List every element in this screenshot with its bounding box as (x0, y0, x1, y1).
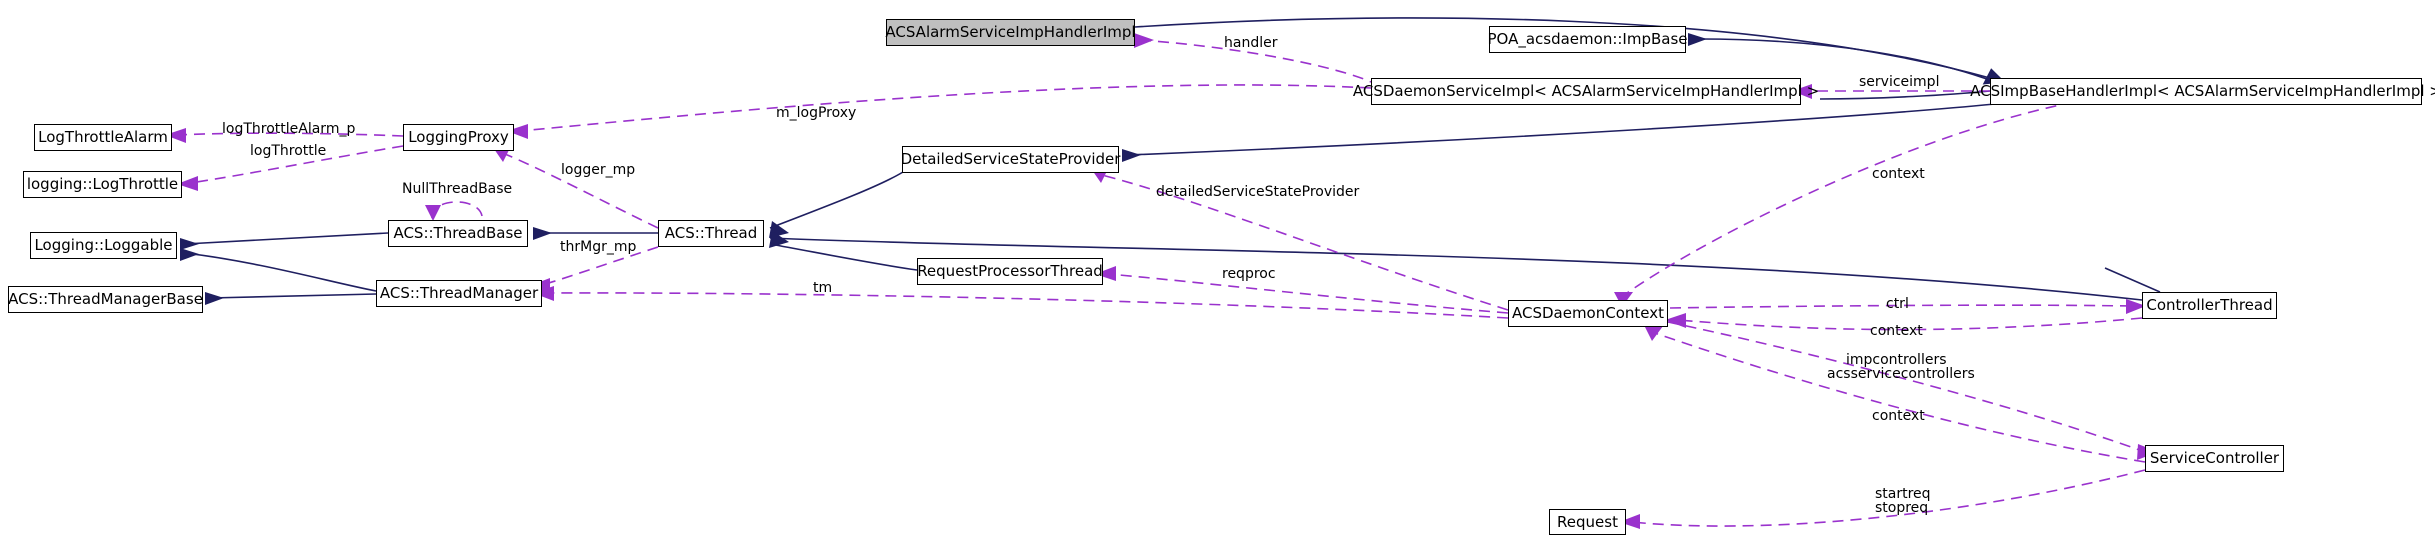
node-detailedservicestateprovider[interactable]: DetailedServiceStateProvider (900, 146, 1121, 173)
edge-label-context-low: context (1872, 408, 1925, 424)
node-label: ACS::ThreadBase (393, 224, 523, 242)
edge-label-reqproc: reqproc (1222, 266, 1276, 282)
node-label: LogThrottleAlarm (38, 128, 168, 146)
node-poa-acsdaemon-impbase[interactable]: POA_acsdaemon::ImpBase (1487, 26, 1688, 53)
edge-label-context-mid: context (1870, 323, 1923, 339)
node-label: RequestProcessorThread (917, 262, 1103, 280)
edge-label-serviceimpl: serviceimpl (1859, 74, 1940, 90)
edge-label-handler: handler (1224, 35, 1278, 51)
node-label: DetailedServiceStateProvider (900, 150, 1121, 168)
node-acs-threadmanagerbase[interactable]: ACS::ThreadManagerBase (8, 286, 203, 313)
node-label: Request (1557, 512, 1618, 531)
node-label: Logging::Loggable (34, 236, 173, 254)
node-acs-thread[interactable]: ACS::Thread (658, 220, 764, 247)
node-request[interactable]: Request (1549, 509, 1626, 535)
node-acsalarmserviceimphandlerimpl[interactable]: ACSAlarmServiceImpHandlerImpl (885, 19, 1136, 46)
node-label: ACS::Thread (664, 224, 758, 242)
node-servicecontroller[interactable]: ServiceController (2145, 445, 2284, 472)
edge-label-impcontrollers: impcontrollers (1846, 352, 1947, 368)
edge-label-stopreq: stopreq (1875, 500, 1929, 516)
edge-label-ctrl: ctrl (1886, 296, 1909, 312)
edge-label-tm: tm (813, 280, 833, 296)
node-controllerthread[interactable]: ControllerThread (2142, 292, 2277, 319)
node-logging-logthrottle[interactable]: logging::LogThrottle (23, 171, 182, 198)
edge-label-thrmgr-mp: thrMgr_mp (560, 239, 637, 255)
node-label: LoggingProxy (408, 128, 509, 146)
node-label: POA_acsdaemon::ImpBase (1487, 30, 1688, 48)
edge-label-m-logproxy: m_logProxy (776, 105, 857, 121)
node-acs-threadmanager[interactable]: ACS::ThreadManager (376, 280, 542, 307)
edge-label-nullthreadbase: NullThreadBase (402, 181, 513, 197)
node-logthrottlealarm[interactable]: LogThrottleAlarm (34, 124, 172, 151)
edge-label-acsservicecontrollers: acsservicecontrollers (1827, 366, 1975, 382)
node-label: ACSImpBaseHandlerImpl< ACSAlarmServiceIm… (1970, 82, 2435, 100)
edge-label-startreq: startreq (1875, 486, 1931, 502)
node-label: ACSDaemonContext (1511, 304, 1665, 322)
node-loggingproxy[interactable]: LoggingProxy (403, 124, 514, 151)
node-label: ControllerThread (2146, 296, 2273, 314)
node-acs-threadbase[interactable]: ACS::ThreadBase (388, 220, 528, 247)
node-logging-loggable[interactable]: Logging::Loggable (30, 232, 177, 259)
node-label: ServiceController (2149, 449, 2280, 467)
node-label: logging::LogThrottle (26, 175, 179, 193)
node-label: ACSAlarmServiceImpHandlerImpl (885, 23, 1136, 41)
node-acsimpbasehandlerimpl[interactable]: ACSImpBaseHandlerImpl< ACSAlarmServiceIm… (1970, 78, 2435, 105)
node-acsdaemoncontext[interactable]: ACSDaemonContext (1508, 300, 1668, 327)
node-label: ACS::ThreadManager (379, 284, 539, 302)
edge-label-logthrottle: logThrottle (250, 143, 327, 159)
edge-label-detailedservicestateprovider: detailedServiceStateProvider (1156, 184, 1360, 200)
node-label: ACSDaemonServiceImpl< ACSAlarmServiceImp… (1352, 82, 1820, 100)
node-requestprocessorthread[interactable]: RequestProcessorThread (917, 258, 1103, 285)
edge-label-logthrottlealarm-p: logThrottleAlarm_p (222, 121, 356, 137)
edge-label-context-top: context (1872, 166, 1925, 182)
node-label: ACS::ThreadManagerBase (8, 290, 203, 308)
node-acsdaemonserviceimpl[interactable]: ACSDaemonServiceImpl< ACSAlarmServiceImp… (1353, 78, 1819, 105)
edge-label-logger-mp: logger_mp (561, 162, 636, 178)
